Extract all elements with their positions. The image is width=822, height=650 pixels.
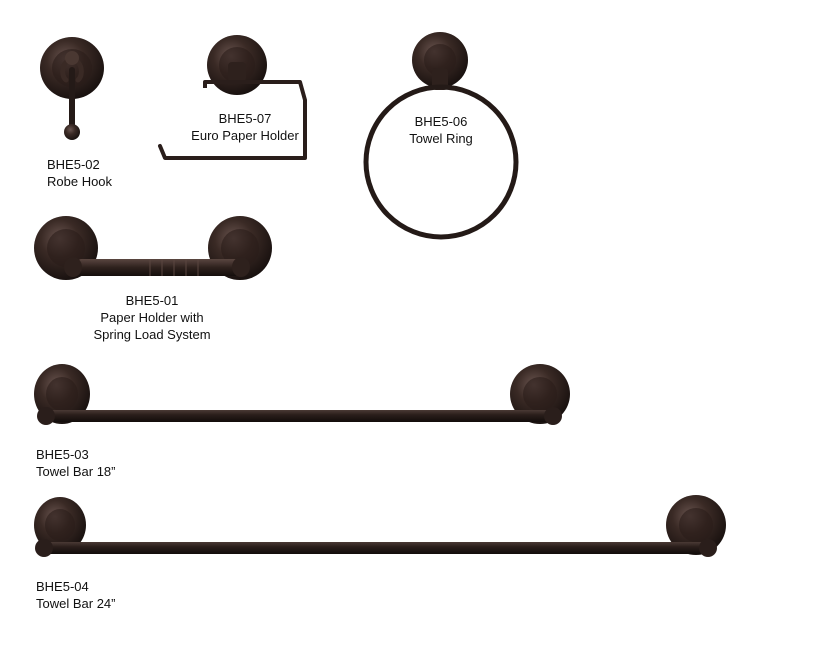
- product-name: Euro Paper Holder: [191, 128, 299, 143]
- robe-hook-label: BHE5-02 Robe Hook: [47, 156, 112, 190]
- product-code: BHE5-01: [125, 293, 179, 308]
- product-code: BHE5-04: [36, 579, 89, 594]
- product-code: BHE5-02: [47, 157, 100, 172]
- product-name: Robe Hook: [47, 174, 113, 189]
- paper-holder-label: BHE5-01 Paper Holder with Spring Load Sy…: [93, 292, 210, 343]
- towel-bar-24-label: BHE5-04 Towel Bar 24”: [36, 578, 115, 612]
- euro-paper-holder-icon: [158, 35, 307, 160]
- product-name: Towel Ring: [409, 131, 473, 146]
- product-code: BHE5-07: [218, 111, 272, 126]
- product-code: BHE5-03: [36, 447, 89, 462]
- paper-holder-icon: [34, 216, 272, 280]
- product-name: Paper Holder with: [100, 310, 204, 325]
- product-name-line2: Spring Load System: [93, 327, 211, 342]
- towel-ring-icon: [363, 32, 519, 240]
- towel-bar-24-icon: [34, 495, 726, 557]
- towel-bar-18-label: BHE5-03 Towel Bar 18”: [36, 446, 115, 480]
- product-name: Towel Bar 24”: [36, 596, 116, 611]
- product-code: BHE5-06: [414, 114, 468, 129]
- towel-bar-18-icon: [34, 364, 570, 425]
- towel-ring-label: BHE5-06 Towel Ring: [409, 113, 473, 147]
- euro-paper-holder-label: BHE5-07 Euro Paper Holder: [191, 110, 299, 144]
- product-name: Towel Bar 18”: [36, 464, 116, 479]
- robe-hook-icon: [40, 37, 104, 140]
